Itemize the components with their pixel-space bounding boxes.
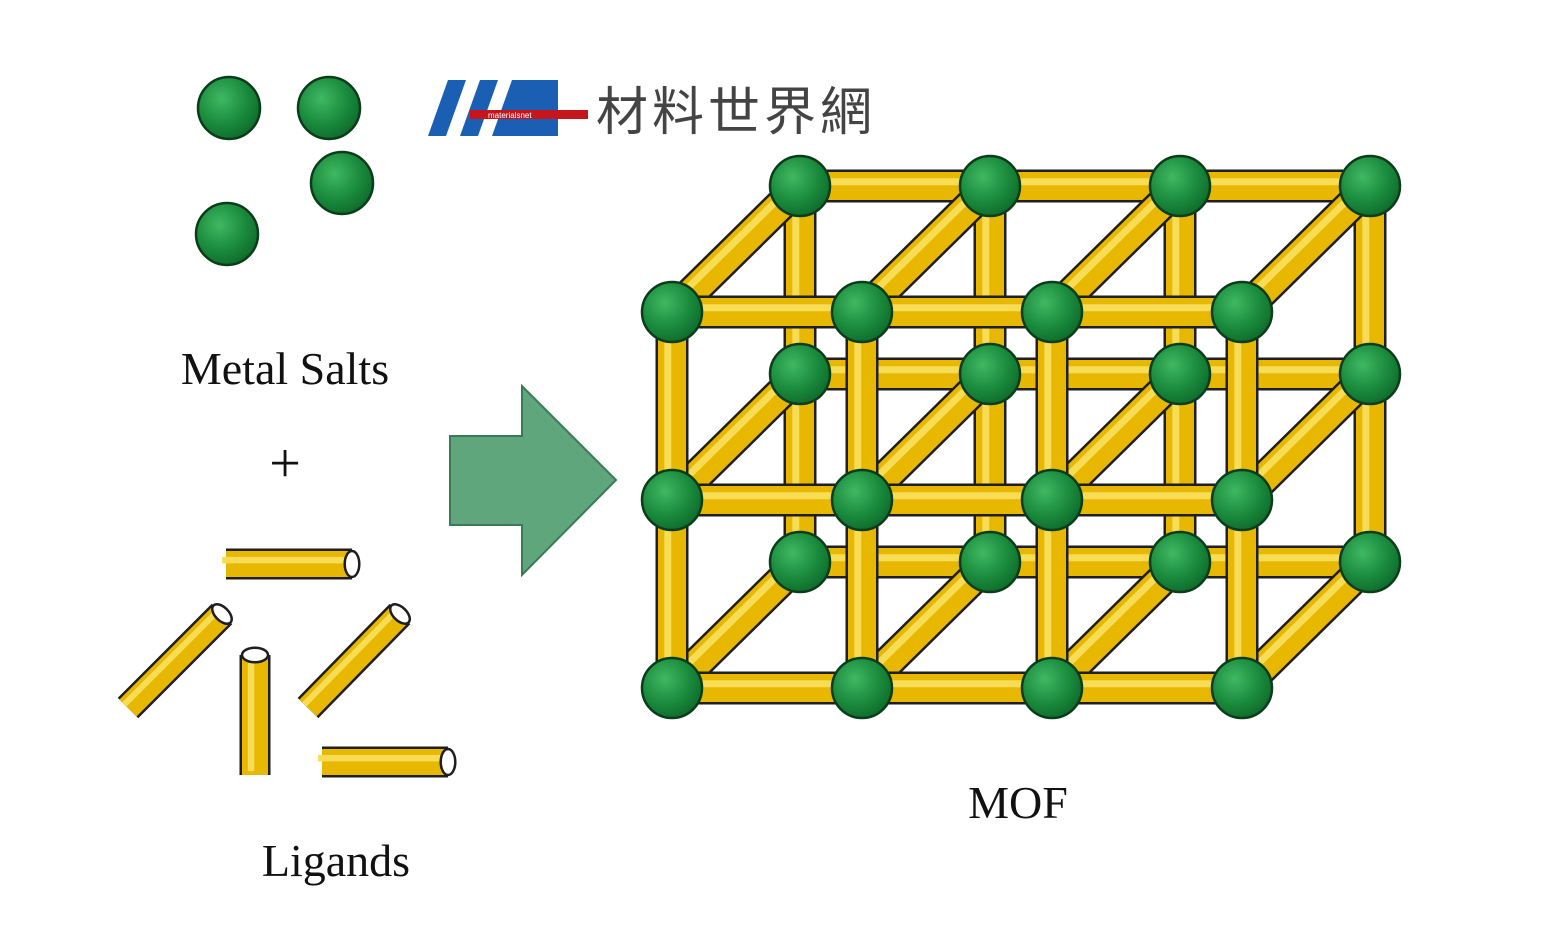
ligand-rod-icon bbox=[318, 746, 457, 778]
logo-site-name: 材料世界網 bbox=[596, 83, 876, 143]
metal-node-icon bbox=[1020, 468, 1084, 532]
metal-node-icon bbox=[768, 342, 832, 406]
metal-node-icon bbox=[830, 468, 894, 532]
metal-salts-group bbox=[194, 75, 375, 267]
metal-node-icon bbox=[958, 530, 1022, 594]
ligand-rod-icon bbox=[222, 548, 361, 580]
metal-node-icon bbox=[1020, 280, 1084, 344]
mof-lattice bbox=[640, 154, 1402, 720]
metal-node-icon bbox=[1148, 342, 1212, 406]
metal-node-icon bbox=[640, 280, 704, 344]
ligands-group bbox=[117, 548, 457, 778]
metal-ion-icon bbox=[296, 75, 362, 141]
metal-node-icon bbox=[1210, 280, 1274, 344]
metal-node-icon bbox=[768, 530, 832, 594]
metal-node-icon bbox=[1148, 530, 1212, 594]
metal-node-icon bbox=[1210, 656, 1274, 720]
metal-node-icon bbox=[1338, 154, 1402, 218]
right-arrow-icon bbox=[449, 383, 618, 578]
ligands-label: Ligands bbox=[262, 835, 410, 886]
metal-node-icon bbox=[1148, 154, 1212, 218]
metal-ion-icon bbox=[196, 75, 262, 141]
metal-ion-icon bbox=[194, 201, 260, 267]
metal-node-icon bbox=[640, 468, 704, 532]
metal-node-icon bbox=[1338, 530, 1402, 594]
metal-node-icon bbox=[640, 656, 704, 720]
logo-small-text: materialsnet bbox=[488, 111, 532, 120]
metal-node-icon bbox=[958, 342, 1022, 406]
mof-label: MOF bbox=[968, 777, 1068, 828]
metal-node-icon bbox=[830, 280, 894, 344]
plus-sign: + bbox=[269, 433, 301, 495]
metal-ion-icon bbox=[309, 150, 375, 216]
metal-node-icon bbox=[768, 154, 832, 218]
watermark-logo: materialsnet 材料世界網 bbox=[418, 80, 876, 143]
metal-node-icon bbox=[1020, 656, 1084, 720]
ligand-rod-icon bbox=[297, 603, 412, 719]
metal-salts-label: Metal Salts bbox=[181, 343, 389, 394]
metal-node-icon bbox=[958, 154, 1022, 218]
ligand-rod-icon bbox=[239, 646, 271, 775]
metal-node-icon bbox=[1210, 468, 1274, 532]
logo-mark-icon: materialsnet bbox=[418, 80, 588, 136]
metal-node-icon bbox=[1338, 342, 1402, 406]
ligand-rod-icon bbox=[117, 603, 233, 719]
metal-node-icon bbox=[830, 656, 894, 720]
